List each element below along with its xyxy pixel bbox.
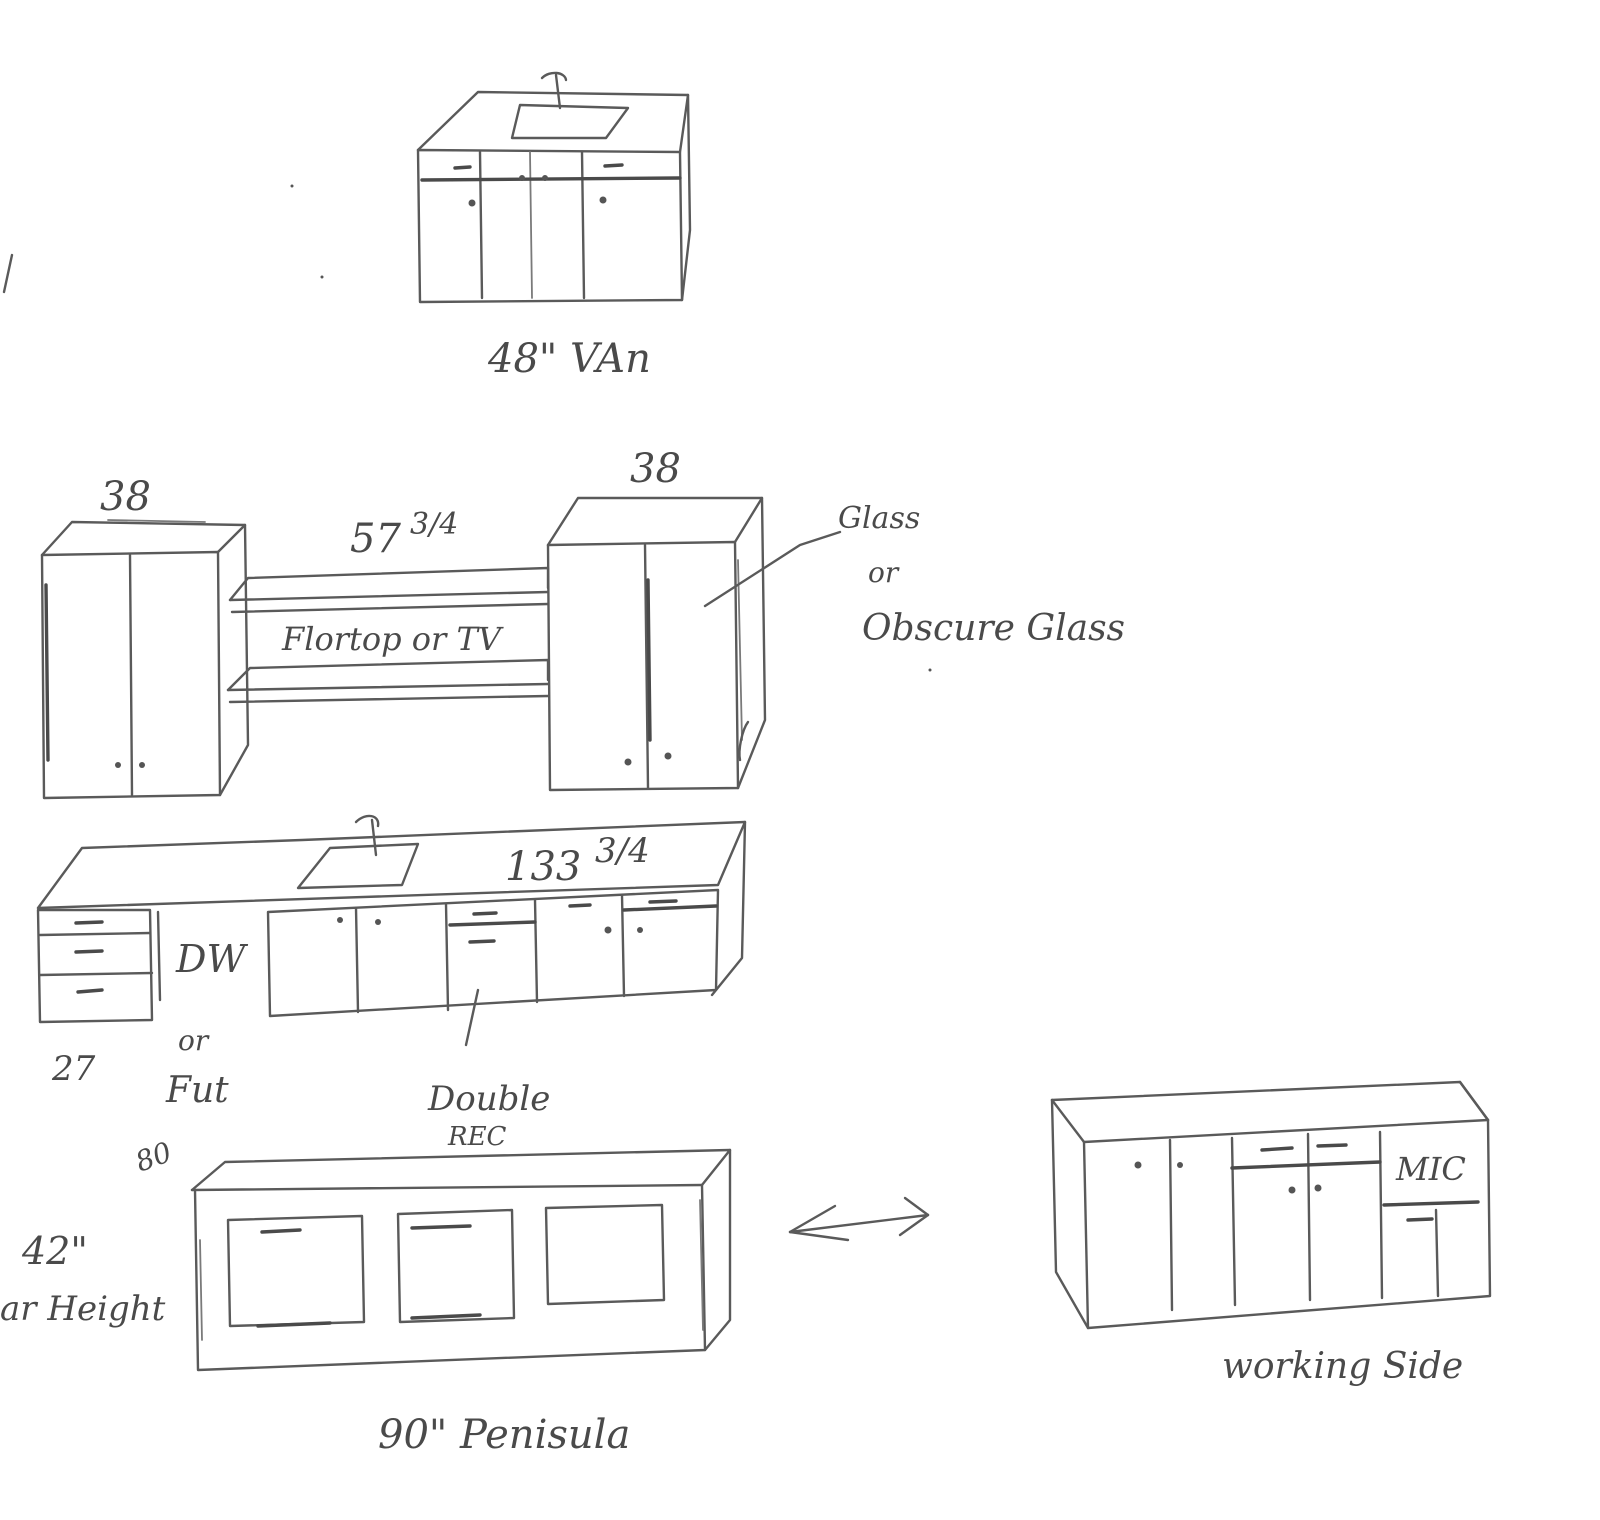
peninsula-label: 90" Penisula: [378, 1412, 630, 1458]
gap-width-fraction: 3/4: [410, 507, 458, 542]
glass-leader-line: [703, 530, 842, 608]
glass-note-line3: Obscure Glass: [862, 608, 1125, 649]
mic-label: MIC: [1395, 1150, 1466, 1188]
base-length-label: 133: [505, 844, 581, 890]
double-label: Double: [427, 1079, 550, 1119]
or-label: or: [178, 1024, 210, 1057]
pencil-speck: [320, 275, 324, 279]
pencil-speck: [290, 184, 294, 188]
base-length-fraction: 3/4: [595, 831, 650, 871]
peninsula-height-line2: ar Height: [0, 1289, 166, 1329]
vanity-label: 48" VAn: [487, 336, 651, 382]
right-width-label: 38: [630, 446, 681, 492]
glass-note-line2: or: [868, 556, 900, 589]
fut-label: Fut: [165, 1070, 229, 1111]
side-dim-label: 27: [51, 1049, 96, 1089]
shelf-note: Flortop or TV: [281, 620, 504, 658]
double-label-2: REC: [447, 1122, 507, 1152]
stray-pencil-mark: [2, 253, 14, 294]
peninsula-height-line1: 42": [21, 1229, 88, 1273]
dw-label: DW: [175, 937, 248, 981]
pencil-speck: [928, 668, 932, 672]
peninsula-cabinet: [190, 1148, 732, 1372]
left-width-label: 38: [100, 474, 151, 520]
working-side-cabinet: [1050, 1080, 1492, 1330]
peninsula-angle-mark: 80: [131, 1135, 176, 1178]
left-tall-cabinet: [40, 519, 250, 800]
double-arrow-icon: [788, 1196, 930, 1242]
gap-width-label: 57: [350, 516, 401, 562]
base-cabinet-run: [36, 814, 747, 1047]
right-tall-cabinet: [546, 496, 767, 792]
working-side-label: working Side: [1222, 1346, 1463, 1387]
glass-note-line1: Glass: [838, 501, 920, 536]
vanity-cabinet: [416, 71, 692, 304]
